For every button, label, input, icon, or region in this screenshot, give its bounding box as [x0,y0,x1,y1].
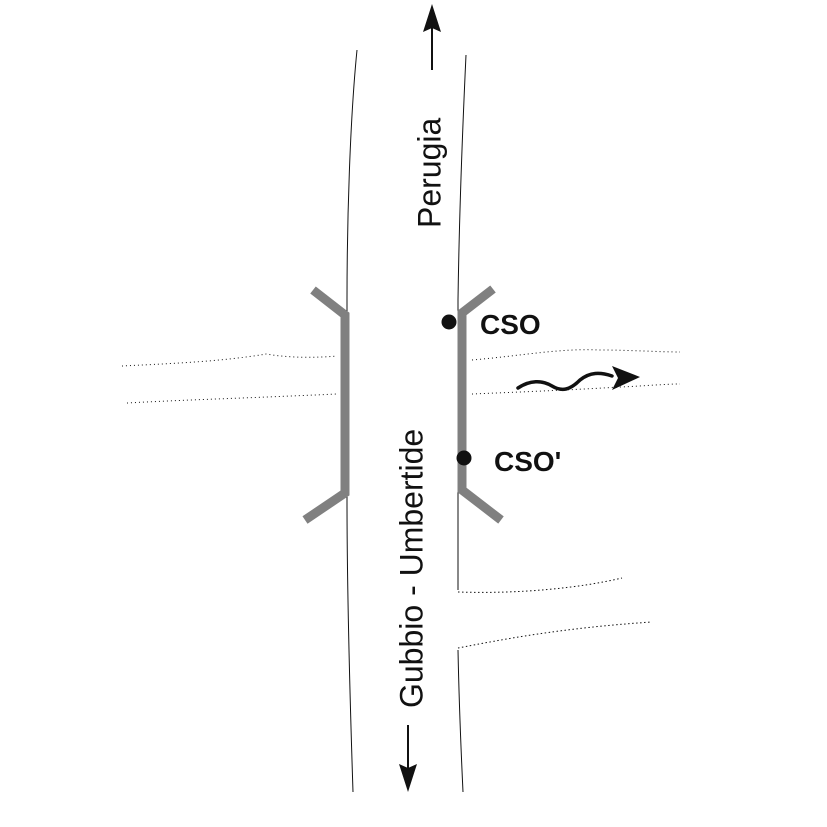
road-left-edge [346,49,358,793]
bridge-left-parapet [302,286,350,524]
road-lines [346,49,467,793]
side-road-lower-edge [457,621,653,649]
cso-label: CSO [480,309,541,340]
stream-bank-left-lower [126,393,338,404]
road-right-edge-lower [457,649,464,793]
cso-point-marker [441,314,457,330]
north-destination-label: Perugia [411,118,447,229]
watercourse-dotted [121,349,681,404]
north-arrow-icon [423,4,441,70]
bridge-right-parapet [457,285,504,524]
stream-bank-left-upper [121,353,338,367]
cso-prime-point-marker [456,450,472,466]
side-road-upper-edge [457,577,623,593]
cso-prime-label: CSO' [494,446,561,477]
flow-direction-arrow-icon [516,366,640,392]
side-road-dotted [457,577,653,649]
south-arrow-icon [399,725,417,792]
bridge-parapets [302,285,504,524]
road-right-edge-upper [457,54,467,590]
stream-bank-right-upper [471,349,681,361]
south-destination-label: Gubbio - Umbertide [393,429,429,708]
